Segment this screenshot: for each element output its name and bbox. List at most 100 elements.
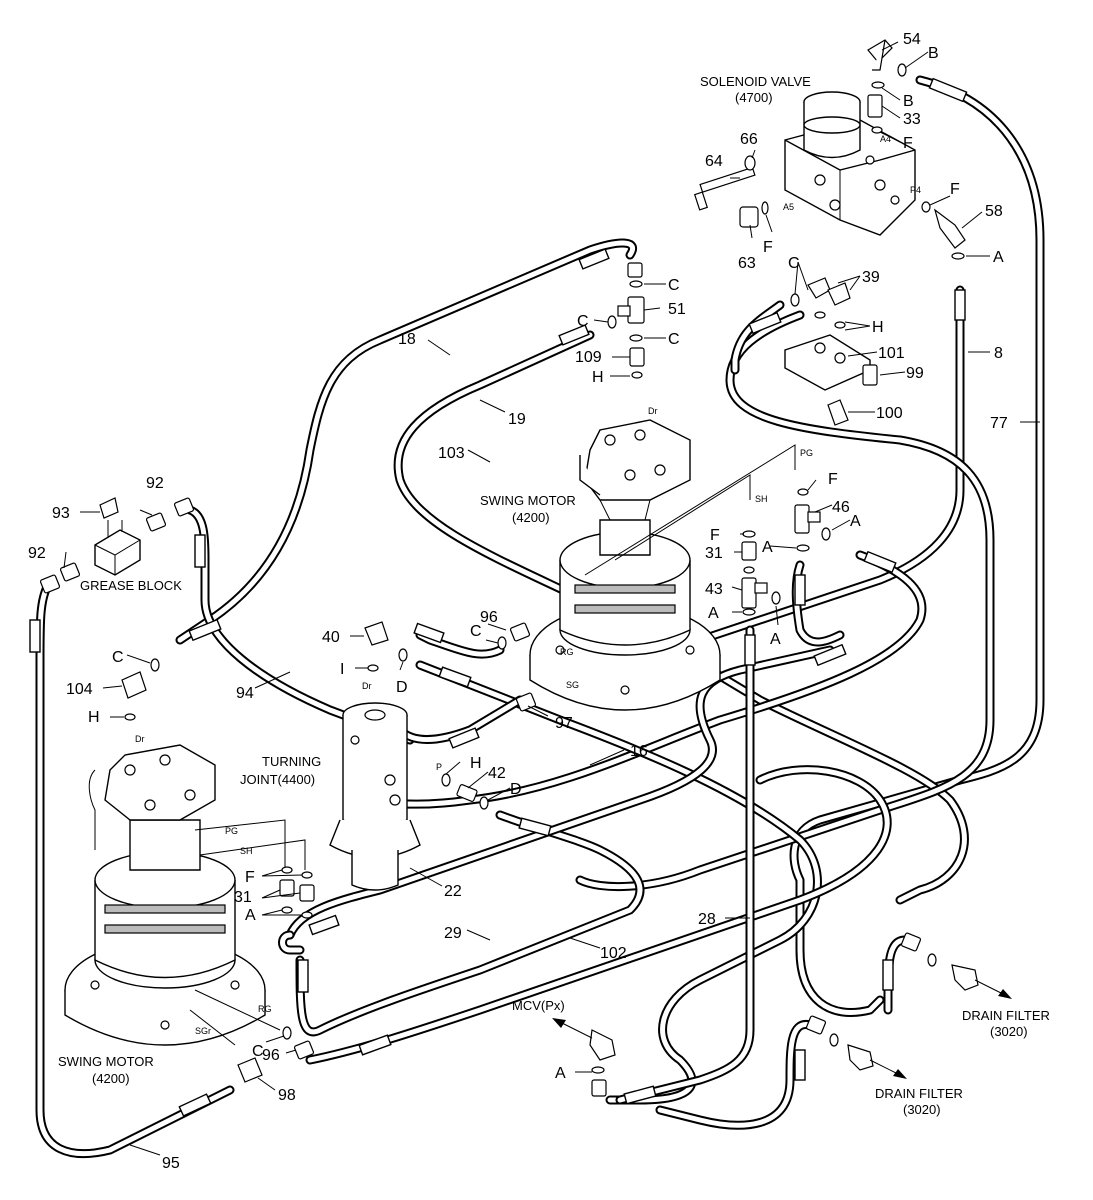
part-103: 103 — [438, 445, 465, 462]
hose-103 — [575, 310, 995, 892]
drain-filter-1-code: (3020) — [990, 1024, 1028, 1039]
code-pg-2: PG — [225, 826, 238, 836]
hose-18 — [175, 238, 637, 645]
solenoid-fittings — [693, 39, 966, 260]
port-a-1: A — [993, 249, 1004, 266]
grease-block — [39, 497, 195, 594]
part-104: 104 — [66, 681, 93, 698]
drain-filter-1-name: DRAIN FILTER — [962, 1008, 1050, 1023]
port-c-1: C — [788, 255, 800, 272]
part-43: 43 — [705, 581, 723, 598]
port-c-left: C — [252, 1043, 264, 1060]
part-98: 98 — [278, 1087, 296, 1104]
part-16: 16 — [630, 743, 648, 760]
turning-joint-name: TURNING — [262, 754, 321, 769]
drain-filter-2-code: (3020) — [903, 1102, 941, 1117]
port-f-left: F — [245, 869, 255, 886]
port-code-labels: A4 A5 P4 Dr PG SH RG SG Dr P Dr PG SH RG… — [135, 134, 921, 1036]
port-a-3: A — [762, 539, 773, 556]
part-101: 101 — [878, 345, 905, 362]
part-109: 109 — [575, 349, 602, 366]
turning-joint-name-2: JOINT(4400) — [240, 772, 315, 787]
port-a-6: A — [245, 907, 256, 924]
part-33: 33 — [903, 111, 921, 128]
code-pg-1: PG — [800, 448, 813, 458]
hose-8 — [695, 285, 965, 645]
swing-motor-right-name: SWING MOTOR — [480, 493, 576, 508]
port-h-3: H — [88, 709, 100, 726]
part-92-left: 92 — [28, 545, 46, 562]
code-sgr: SGr — [195, 1026, 211, 1036]
port-f-4: F — [828, 471, 838, 488]
part-100: 100 — [876, 405, 903, 422]
port-b-1: B — [928, 45, 939, 62]
port-letter-labels: B B F F F A C H C C C H F A F A A A C C … — [88, 45, 1004, 1082]
hose-22 — [295, 810, 645, 1037]
code-dr-3: Dr — [135, 734, 145, 744]
mcv-name: MCV(Px) — [512, 998, 565, 1013]
part-40: 40 — [322, 629, 340, 646]
hose-29 — [285, 645, 835, 940]
part-54: 54 — [903, 31, 921, 48]
port-f-5: F — [710, 527, 720, 544]
part-19: 19 — [508, 411, 526, 428]
hose-16 — [415, 660, 822, 1105]
part-94: 94 — [236, 685, 254, 702]
part-96-bottom: 96 — [262, 1047, 280, 1064]
port-i-1: I — [340, 661, 344, 678]
code-rg-2: RG — [258, 1004, 272, 1014]
port-h-2: H — [592, 369, 604, 386]
port-c-2: C — [668, 277, 680, 294]
solenoid-valve-code: (4700) — [735, 90, 773, 105]
hoses — [35, 75, 1045, 1159]
code-dr-1: Dr — [648, 406, 658, 416]
hose-28 — [615, 625, 755, 1105]
part-64: 64 — [705, 153, 723, 170]
code-p4: P4 — [910, 185, 921, 195]
port-d-1: D — [396, 679, 408, 696]
part-77: 77 — [990, 415, 1008, 432]
part-66: 66 — [740, 131, 758, 148]
swing-motor-right-callouts — [584, 444, 796, 576]
port-f-3: F — [763, 239, 773, 256]
port-a-2: A — [850, 513, 861, 530]
part-42: 42 — [488, 765, 506, 782]
port-f-2: F — [950, 181, 960, 198]
part-63: 63 — [738, 255, 756, 272]
fittings — [121, 262, 979, 1097]
code-a4: A4 — [880, 134, 891, 144]
port-c-4: C — [668, 331, 680, 348]
hose-77 — [789, 75, 1045, 1017]
part-28: 28 — [698, 911, 716, 928]
part-102: 102 — [600, 945, 627, 962]
hose-solenoid-left — [730, 300, 785, 375]
part-97: 97 — [555, 715, 573, 732]
flow-arrows — [552, 979, 1012, 1079]
code-rg-1: RG — [560, 647, 574, 657]
part-29: 29 — [444, 925, 462, 942]
port-c-5: C — [470, 623, 482, 640]
hose-46-run — [345, 550, 927, 809]
part-39: 39 — [862, 269, 880, 286]
hose-crimps — [29, 77, 968, 1117]
solenoid-valve — [784, 91, 916, 236]
port-h-4: H — [470, 755, 482, 772]
code-sh-1: SH — [755, 494, 768, 504]
port-a-7: A — [555, 1065, 566, 1082]
port-a-5: A — [770, 631, 781, 648]
code-a5: A5 — [783, 202, 794, 212]
part-8: 8 — [994, 345, 1003, 362]
part-18: 18 — [398, 331, 416, 348]
drain-filter-2-name: DRAIN FILTER — [875, 1086, 963, 1101]
turning-joint — [329, 702, 421, 891]
part-92-top: 92 — [146, 475, 164, 492]
code-p: P — [436, 762, 442, 772]
grease-block-name: GREASE BLOCK — [80, 578, 182, 593]
part-93: 93 — [52, 505, 70, 522]
part-31-right: 31 — [705, 545, 723, 562]
hose-96-run — [415, 630, 505, 659]
port-a-4: A — [708, 605, 719, 622]
port-b-2: B — [903, 93, 914, 110]
part-51: 51 — [668, 301, 686, 318]
